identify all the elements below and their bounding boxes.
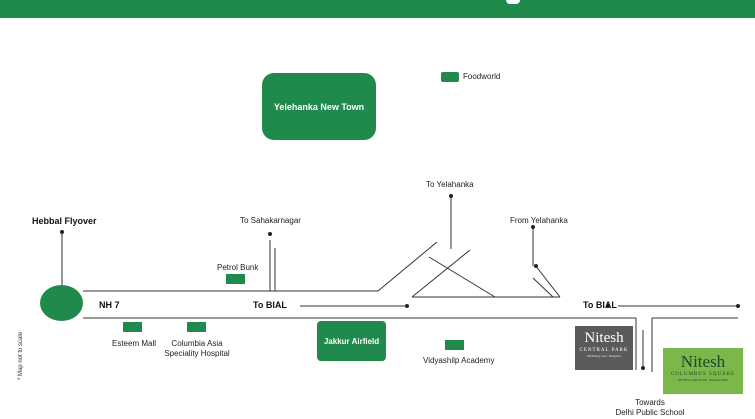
foodworld-label: Foodworld: [463, 72, 501, 81]
yelahanka-new-town-box: Yelehanka New Town: [262, 73, 376, 140]
bial-dot-1: [405, 304, 409, 308]
yelahanka-new-town-label: Yelehanka New Town: [273, 101, 365, 112]
towards-line-1: Towards: [635, 398, 665, 407]
towards-line-2: Delhi Public School: [615, 408, 685, 417]
from-yelahanka-b: [532, 277, 554, 298]
central-park-name: Nitesh: [584, 330, 624, 346]
columbia-asia-label: Columbia Asia Speciality Hospital: [163, 339, 231, 359]
to-bial-label-1: To BIAL: [253, 300, 287, 310]
hebbal-flyover-marker: [40, 285, 83, 321]
esteem-mall-marker: [123, 322, 142, 332]
bial-dot-3: [736, 304, 740, 308]
columbia-asia-marker: [187, 322, 206, 332]
yelahanka-diagonal-b: [411, 249, 471, 298]
vidyashilp-marker: [445, 340, 464, 350]
sahakarnagar-dot: [268, 232, 272, 236]
columbus-square-sub: COLUMBUS SQUARE: [670, 372, 736, 377]
columbus-square-tag: OFF BELLARY ROAD · BANGALORE: [677, 378, 729, 382]
to-yelahanka-label: To Yelahanka: [426, 180, 474, 189]
petrol-bunk-label: Petrol Bunk: [217, 263, 259, 272]
nitesh-columbus-square-logo: Nitesh COLUMBUS SQUARE OFF BELLARY ROAD …: [663, 348, 743, 394]
to-sahakarnagar-label: To Sahakarnagar: [240, 216, 301, 225]
jakkur-airfield-box: Jakkur Airfield: [317, 321, 386, 361]
yelahanka-diagonal-c: [428, 256, 496, 298]
nitesh-central-park-logo: Nitesh CENTRAL PARK Off Bellary road · B…: [575, 326, 633, 370]
dps-dot: [641, 366, 645, 370]
yelahanka-diagonal-a: [377, 241, 438, 292]
nh7-label: NH 7: [99, 300, 120, 310]
petrol-bunk-marker: [226, 274, 245, 284]
jakkur-airfield-label: Jakkur Airfield: [323, 336, 380, 346]
columbus-square-name: Nitesh: [680, 352, 726, 371]
from-yelahanka-label: From Yelahanka: [510, 216, 568, 225]
bial-dot-2: [606, 304, 610, 308]
foodworld-marker: [441, 72, 459, 82]
vidyashilp-label: Vidyashilp Academy: [423, 356, 495, 365]
columbia-asia-line-2: Speciality Hospital: [164, 349, 230, 358]
scale-note: * Map not to scale: [18, 331, 24, 380]
header-mark: [506, 0, 520, 4]
header-bar: [0, 0, 755, 18]
central-park-sub: CENTRAL PARK: [579, 348, 629, 353]
esteem-mall-label: Esteem Mall: [112, 339, 157, 348]
from-yelahanka-a: [534, 264, 561, 298]
from-yelahanka-junction-dot: [534, 264, 538, 268]
from-yelahanka-dot: [531, 225, 535, 229]
to-bial-label-2: To BIAL: [583, 300, 617, 310]
hebbal-dot: [60, 230, 64, 234]
to-yelahanka-dot: [449, 194, 453, 198]
hebbal-flyover-label: Hebbal Flyover: [32, 216, 97, 226]
columbia-asia-line-1: Columbia Asia: [171, 339, 223, 348]
central-park-tag: Off Bellary road · Bangalore: [586, 354, 622, 358]
towards-dps-label: Towards Delhi Public School: [615, 398, 685, 418]
